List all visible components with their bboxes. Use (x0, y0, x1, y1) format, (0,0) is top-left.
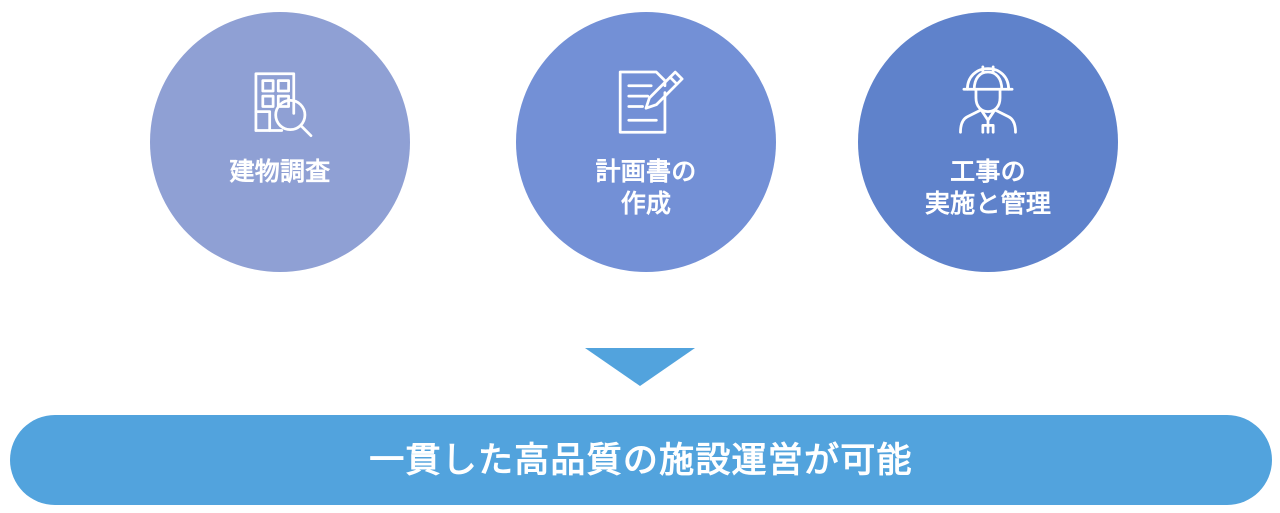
document-pencil-icon (603, 60, 689, 146)
step-circle-2[interactable]: 計画書の 作成 (516, 12, 776, 272)
arrow-down-icon (585, 348, 695, 386)
result-banner: 一貫した高品質の施設運営が可能 (10, 415, 1272, 505)
step-label-1: 建物調査 (229, 158, 331, 186)
step-label-2: 計画書の 作成 (595, 158, 697, 218)
step-circle-3[interactable]: 工事の 実施と管理 (858, 12, 1118, 272)
building-inspection-icon (237, 60, 323, 146)
result-banner-text: 一貫した高品質の施設運営が可能 (369, 440, 913, 480)
construction-worker-icon (945, 60, 1031, 146)
step-label-3: 工事の 実施と管理 (924, 158, 1052, 218)
steps-row: 建物調査 計画書の 作成 (0, 12, 1280, 274)
step-circle-1[interactable]: 建物調査 (150, 12, 410, 272)
